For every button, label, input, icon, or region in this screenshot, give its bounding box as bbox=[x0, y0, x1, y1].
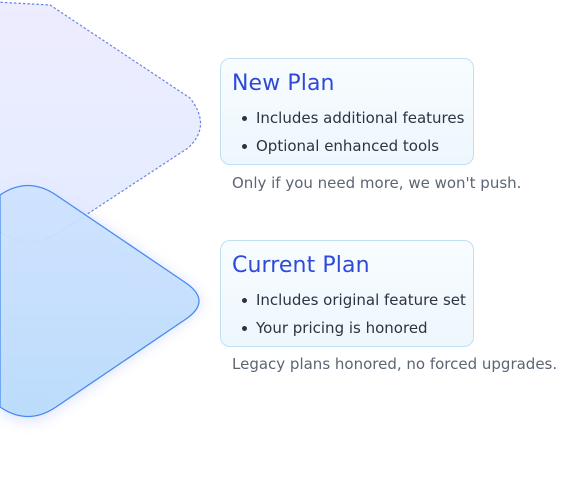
list-item: Optional enhanced tools bbox=[232, 132, 473, 160]
new-plan-title: New Plan bbox=[232, 71, 335, 96]
new-plan-caption: Only if you need more, we won't push. bbox=[232, 174, 522, 192]
current-plan-caption: Legacy plans honored, no forced upgrades… bbox=[232, 355, 558, 373]
current-plan-feature-list: Includes original feature set Your prici… bbox=[232, 286, 473, 342]
list-item: Includes additional features bbox=[232, 104, 473, 132]
current-plan-card: Current Plan Includes original feature s… bbox=[220, 240, 474, 347]
new-plan-feature-list: Includes additional features Optional en… bbox=[232, 104, 473, 160]
list-item: Includes original feature set bbox=[232, 286, 473, 314]
current-plan-title: Current Plan bbox=[232, 253, 370, 278]
list-item: Your pricing is honored bbox=[232, 314, 473, 342]
new-plan-card: New Plan Includes additional features Op… bbox=[220, 58, 474, 165]
new-plan-layer-shape bbox=[0, 1, 202, 243]
current-plan-layer-shape bbox=[0, 184, 200, 418]
